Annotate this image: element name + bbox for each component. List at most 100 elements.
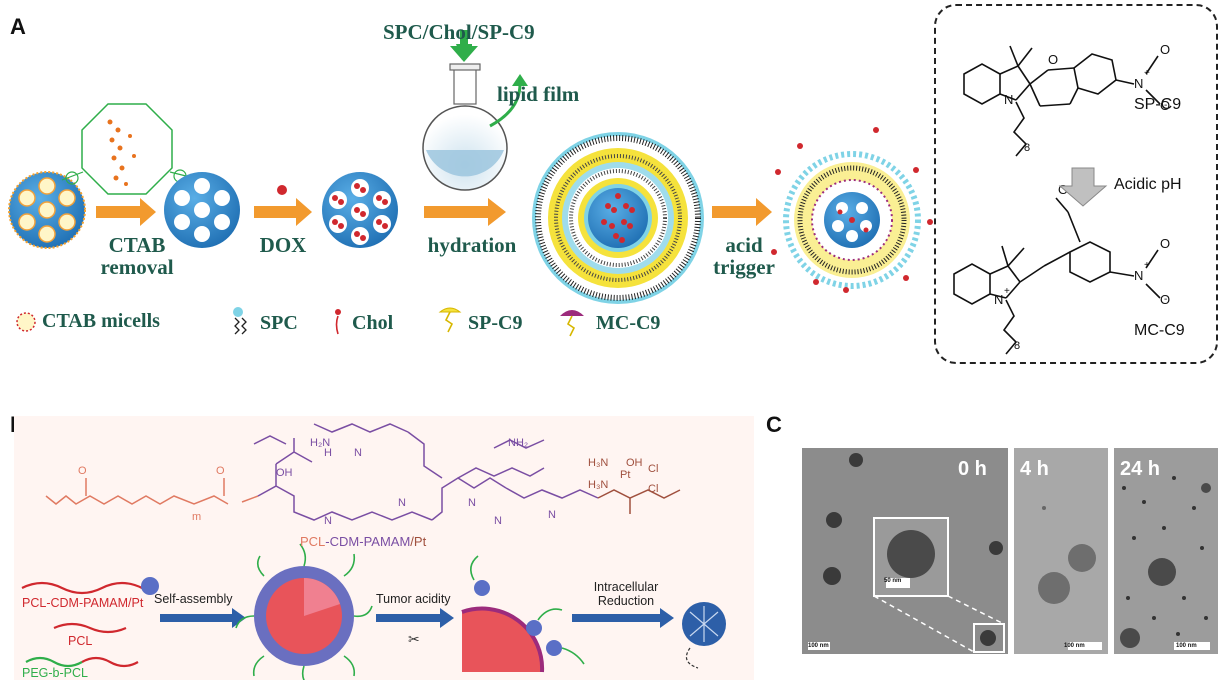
- round-bottom-flask: [422, 30, 528, 191]
- svg-text:OH: OH: [276, 467, 293, 479]
- step-acid-trigger: acid trigger: [706, 234, 782, 278]
- pamam-dendrimer: [682, 602, 726, 669]
- svg-text:O: O: [1160, 42, 1170, 57]
- tumor-acidity-fragment: ✂: [408, 555, 585, 673]
- ctab-micelle-icon: [16, 312, 36, 332]
- step-intracellular-reduction: Intracellular Reduction: [586, 580, 666, 608]
- acidic-ph-label: Acidic pH: [1114, 176, 1182, 193]
- pcl-segment-label: PCL: [300, 534, 326, 549]
- panel-c-letter: C: [766, 412, 782, 437]
- svg-text:+: +: [1144, 68, 1150, 79]
- dox-loaded-msn-particle: [322, 172, 398, 248]
- svg-text:O: O: [1160, 98, 1170, 113]
- svg-text:N: N: [1004, 92, 1013, 107]
- cdm-segment-label: -CDM-: [325, 534, 364, 549]
- step-acid-line2: trigger: [713, 255, 775, 279]
- polymer-name-label: PCL-CDM-PAMAM/Pt: [300, 534, 426, 549]
- chemical-structures: N N+ N+ N+ OO OO O O --: [953, 42, 1170, 355]
- chemistry-box: [934, 4, 1218, 364]
- legend-icons: [16, 307, 584, 337]
- svg-text:O: O: [1160, 236, 1170, 251]
- liposome-nanoparticle: [532, 132, 704, 304]
- svg-text:O: O: [78, 465, 87, 477]
- spc-lipid-icon: [233, 307, 247, 335]
- svg-text:N: N: [1134, 76, 1143, 91]
- lipid-composition-label: SPC/Chol/SP-C9: [383, 20, 535, 44]
- mc-c9-icon: [560, 310, 584, 337]
- svg-text:✂: ✂: [408, 632, 420, 648]
- svg-text:N: N: [994, 292, 1003, 307]
- tem-image-0h-content: [808, 453, 1005, 653]
- pcl-chain: [45, 478, 259, 505]
- legend-pcl-cdm-pamam: PCL-CDM-PAMAM/Pt: [22, 596, 144, 610]
- cdm-pamam-chain: [253, 423, 599, 521]
- svg-text:H₃N: H₃N: [588, 479, 608, 491]
- step-ctab-line1: CTAB: [108, 233, 166, 257]
- legend-sp-c9: SP-C9: [468, 312, 523, 334]
- svg-text:H: H: [324, 447, 332, 459]
- tem-image-4h-content: [1038, 506, 1102, 650]
- chol-icon: [335, 309, 341, 335]
- tem-image-24h-content: [1120, 476, 1211, 650]
- step-tumor-acidity: Tumor acidity: [376, 592, 451, 606]
- svg-text:H₃N: H₃N: [588, 457, 608, 469]
- msn-with-ctab-particle: [8, 171, 86, 249]
- svg-text:OH: OH: [626, 457, 643, 469]
- svg-text:N: N: [354, 447, 362, 459]
- tem-time-24h: 24 h: [1120, 458, 1161, 480]
- svg-text:H₂N: H₂N: [310, 437, 330, 449]
- tem-inset-scale: 50 nm: [884, 578, 902, 584]
- tem-time-0h: 0 h: [958, 458, 987, 480]
- process-arrows: [96, 198, 772, 226]
- polymer-legend-lines: [21, 577, 159, 668]
- legend-peg-b-pcl: PEG-b-PCL: [22, 666, 88, 680]
- tem-time-4h: 4 h: [1020, 458, 1049, 480]
- svg-text:m: m: [192, 511, 201, 523]
- svg-text:Pt: Pt: [620, 469, 630, 481]
- pamam-segment-label: PAMAM: [363, 534, 411, 549]
- svg-text:-: -: [1164, 294, 1167, 305]
- tem-scale-24h: 100 nm: [1176, 643, 1197, 649]
- chain-n-label-2: 8: [1014, 340, 1021, 352]
- svg-text:N: N: [548, 509, 556, 521]
- chain-n-label: 8: [1024, 142, 1031, 154]
- legend-chol: Chol: [352, 312, 394, 334]
- mc-c9-chem-label: MC-C9: [1134, 322, 1185, 339]
- step-self-assembly: Self-assembly: [154, 592, 233, 606]
- legend-ctab: CTAB micells: [42, 310, 160, 332]
- tem-image-4h: [1014, 448, 1108, 654]
- tem-image-24h: [1114, 448, 1218, 654]
- tem-scale-0h: 100 nm: [808, 643, 829, 649]
- svg-text:Cl: Cl: [648, 483, 658, 495]
- step-intracellular-line1: Intracellular: [593, 580, 659, 594]
- svg-text:+: +: [1144, 260, 1150, 271]
- legend-mc-c9: MC-C9: [596, 312, 661, 334]
- pt-linker: [597, 489, 681, 514]
- svg-text:-: -: [1164, 100, 1167, 111]
- step-ctab-line2: removal: [100, 255, 174, 279]
- svg-text:+: +: [1004, 286, 1010, 297]
- panel-b-background: [14, 416, 754, 680]
- svg-text:O: O: [1160, 292, 1170, 307]
- lipid-film-label: lipid film: [497, 82, 580, 106]
- tem-image-0h: [802, 448, 1008, 654]
- svg-text:O: O: [1058, 182, 1068, 197]
- panel-b-arrows: [160, 608, 674, 628]
- svg-text:N: N: [468, 497, 476, 509]
- panel-a-illustration: [8, 30, 933, 337]
- svg-text:NH₂: NH₂: [508, 437, 528, 449]
- sp-c9-icon: [438, 307, 462, 333]
- acid-triggered-particle: [771, 127, 933, 293]
- step-intracellular-line2: Reduction: [597, 594, 655, 608]
- svg-text:Cl: Cl: [648, 463, 658, 475]
- step-ctab-removal: CTAB removal: [94, 234, 180, 278]
- svg-text:N: N: [398, 497, 406, 509]
- svg-text:N: N: [494, 515, 502, 527]
- tem-scale-4h: 100 nm: [1064, 643, 1085, 649]
- sp-c9-chem-label: SP-C9: [1134, 96, 1182, 113]
- dox-molecule-icon: [277, 185, 287, 195]
- step-acid-line1: acid: [725, 233, 763, 257]
- ctab-zoom-octagon: [61, 103, 187, 195]
- step-hydration: hydration: [427, 233, 517, 257]
